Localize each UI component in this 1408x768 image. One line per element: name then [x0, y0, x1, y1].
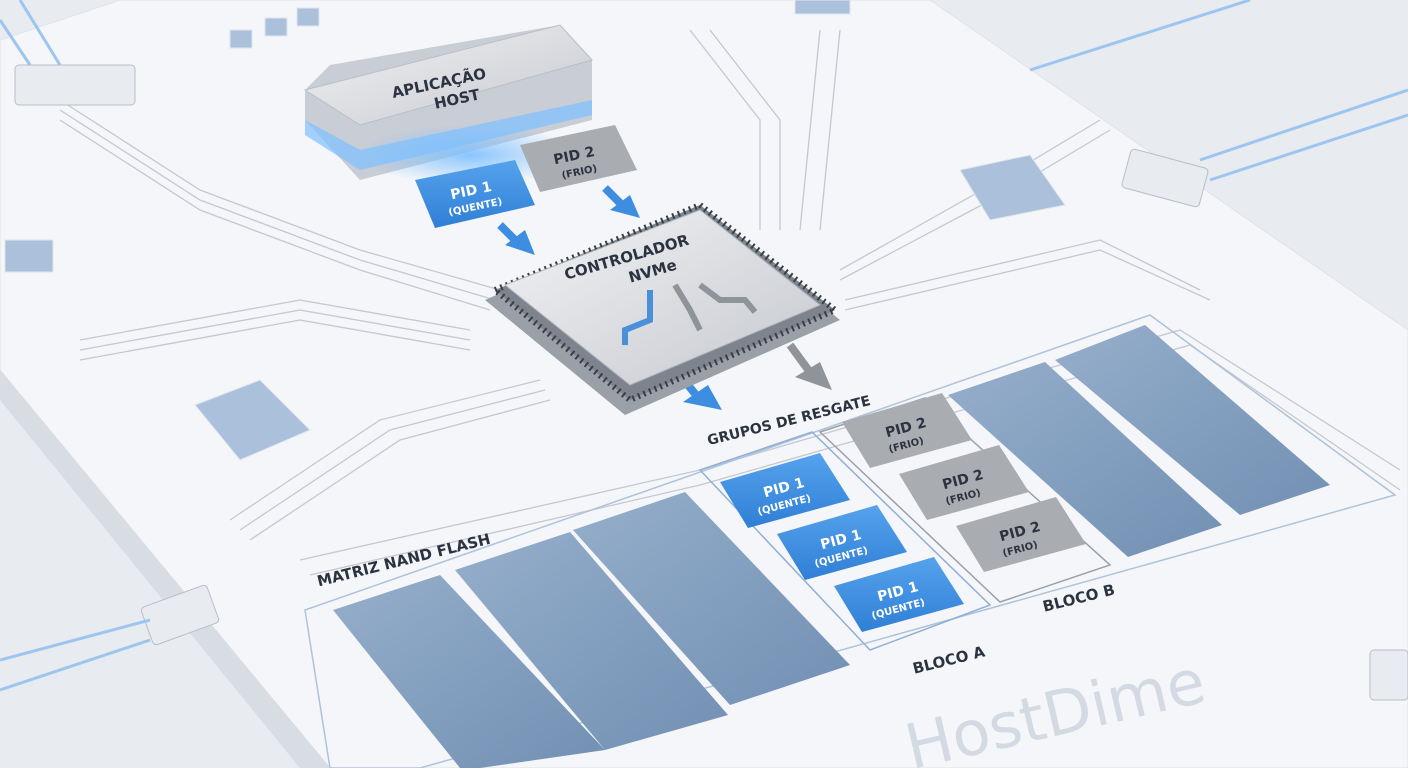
- block-a-tile: PID 1(QUENTE): [720, 453, 850, 528]
- flash-block: [455, 532, 728, 750]
- flash-block: [573, 492, 850, 705]
- tile-surface: [777, 505, 907, 580]
- tile-surface: [834, 557, 964, 632]
- flash-block: [1055, 325, 1330, 515]
- block-b-tile: PID 2(FRIO): [899, 445, 1029, 520]
- flash-blocks: [333, 325, 1330, 768]
- tile-surface: [842, 393, 972, 468]
- flash-block: [333, 575, 605, 768]
- host-glow: [360, 125, 580, 185]
- block-a-tile: PID 1(QUENTE): [834, 557, 964, 632]
- board-components: [4, 0, 1066, 461]
- nvme-controller-chip: CONTROLADOR NVMe: [485, 201, 841, 415]
- cable-connectors: [0, 0, 1408, 701]
- host-output-pid2: PID 2 (FRIO): [520, 125, 637, 192]
- nand-flash-array: [304, 314, 1397, 768]
- block-b-tile: PID 2(FRIO): [842, 393, 972, 468]
- flash-block: [948, 362, 1222, 557]
- host-output-pid1: PID 1 (QUENTE): [415, 160, 535, 228]
- block-b-tile: PID 2(FRIO): [956, 497, 1086, 572]
- tile-surface: [899, 445, 1029, 520]
- board-edge: [0, 370, 330, 768]
- tile-surface: [956, 497, 1086, 572]
- tile-surface: [720, 453, 850, 528]
